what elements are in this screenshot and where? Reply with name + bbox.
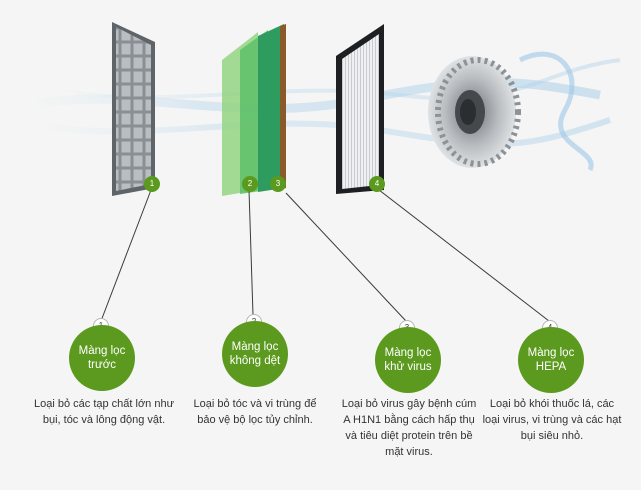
stage-1-title: Màng lọc trước bbox=[69, 325, 135, 391]
stage-4-title: Màng lọc HEPA bbox=[518, 327, 584, 393]
stage-1-description: Loại bỏ các tạp chất lớn như bụi, tóc và… bbox=[34, 398, 174, 426]
layer-badge-4: 4 bbox=[369, 176, 385, 192]
fan-wheel bbox=[428, 56, 521, 168]
stage-3-title: Màng lọc khử virus bbox=[375, 327, 441, 393]
hepa-filter-layer bbox=[336, 24, 384, 194]
stage-4-description: Loại bỏ khói thuốc lá, các loại virus, v… bbox=[482, 398, 622, 442]
stage-2-title: Màng lọc không dệt bbox=[222, 321, 288, 387]
pre-filter-layer bbox=[112, 22, 155, 196]
layer-badge-2: 2 bbox=[242, 176, 258, 192]
antivirus-filter-layer bbox=[258, 24, 286, 192]
stage-3-description: Loại bỏ virus gây bệnh cúm A H1N1 bằng c… bbox=[341, 398, 477, 458]
leader-lines bbox=[100, 189, 550, 322]
layer-badge-1: 1 bbox=[144, 176, 160, 192]
layer-badge-3: 3 bbox=[270, 176, 286, 192]
stage-2-description: Loại bỏ tóc và vi trùng để bảo vệ bộ lọc… bbox=[193, 398, 317, 426]
